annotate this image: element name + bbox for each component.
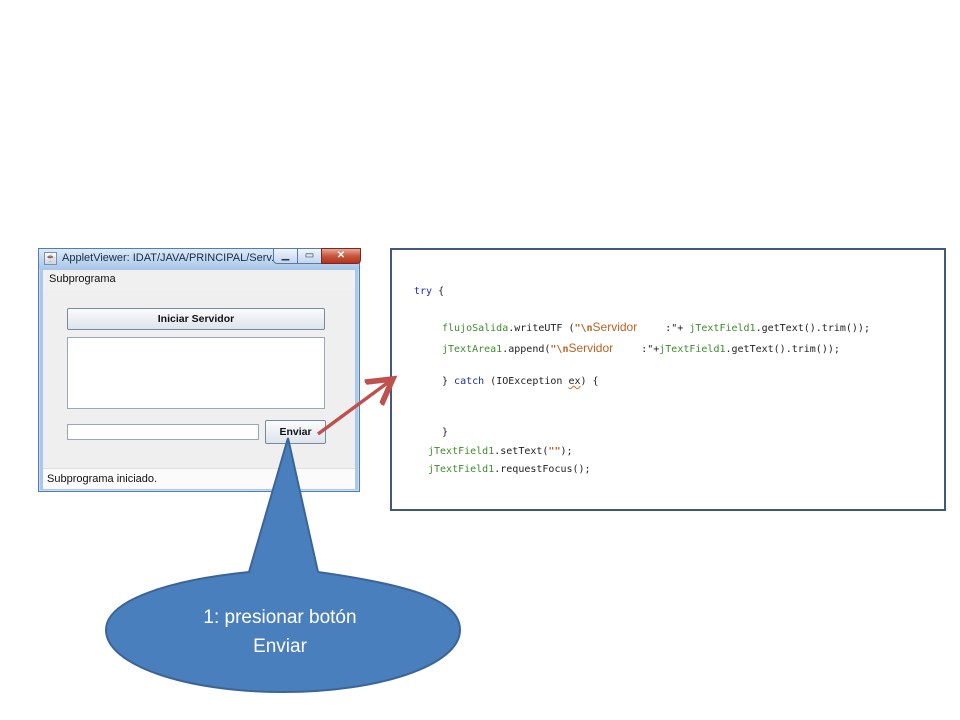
menu-subprograma[interactable]: Subprograma	[49, 273, 116, 285]
messages-text-area[interactable]	[67, 337, 325, 409]
code-token: ) {	[580, 376, 599, 387]
title-bar: ☕ AppletViewer: IDAT/JAVA/PRINCIPAL/Serv…	[39, 248, 361, 269]
code-token: :"+	[629, 344, 660, 355]
status-text: Subprograma iniciado.	[47, 473, 158, 485]
code-line-try: try {	[414, 286, 444, 297]
code-token: .getText().trim());	[755, 323, 870, 334]
send-button[interactable]: Enviar	[265, 420, 326, 444]
code-token: .append(	[502, 344, 551, 355]
code-line-catch: } catch (IOException ex) {	[442, 376, 599, 387]
code-token: jTextField1	[428, 464, 495, 475]
callout-text: 1: presionar botón Enviar	[160, 603, 400, 661]
callout-line-2: Enviar	[253, 636, 307, 657]
code-token: .setText(	[494, 446, 549, 457]
code-token: }	[442, 376, 455, 387]
callout-line-1: 1: presionar botón	[203, 607, 357, 628]
message-input[interactable]	[67, 424, 259, 440]
code-token: ex	[568, 376, 581, 387]
code-token: Servidor	[568, 341, 614, 355]
start-server-button[interactable]: Iniciar Servidor	[67, 308, 325, 330]
menu-bar: Subprograma	[43, 270, 355, 290]
code-token: ""	[548, 446, 561, 457]
code-line-requestfocus: jTextField1.requestFocus();	[428, 464, 591, 475]
code-token: "	[574, 323, 581, 334]
code-panel: try { flujoSalida.writeUTF ("\nServidor …	[390, 248, 946, 511]
code-token: jTextField1	[428, 446, 495, 457]
code-line-writeutf: flujoSalida.writeUTF ("\nServidor :"+ jT…	[442, 320, 870, 334]
code-token: :"+	[659, 323, 690, 334]
code-token: flujoSalida	[442, 323, 509, 334]
code-token: jTextArea1	[442, 344, 503, 355]
code-token: }	[442, 427, 449, 438]
code-token: (IOException	[484, 376, 569, 387]
arrow-to-code	[316, 381, 390, 436]
code-token: );	[560, 446, 573, 457]
applet-content: Iniciar Servidor Enviar	[43, 290, 355, 468]
code-token: Servidor	[592, 320, 638, 334]
code-line-append: jTextArea1.append("\nServidor :"+jTextFi…	[442, 341, 840, 355]
code-token: \n	[556, 344, 569, 355]
code-line-settext: jTextField1.setText("");	[428, 446, 573, 457]
window-title: AppletViewer: IDAT/JAVA/PRINCIPAL/Serv..…	[62, 252, 281, 264]
code-token: "	[550, 344, 557, 355]
java-applet-icon: ☕	[44, 252, 57, 265]
code-token: jTextField1	[659, 344, 726, 355]
code-token: try	[414, 286, 433, 297]
code-token: .requestFocus();	[494, 464, 591, 475]
code-token: {	[432, 286, 445, 297]
code-line-close-brace: }	[442, 427, 448, 438]
code-token: jTextField1	[689, 323, 756, 334]
code-token: catch	[454, 376, 485, 387]
callout-bubble	[104, 437, 462, 694]
code-token: \n	[580, 323, 593, 334]
code-token: .writeUTF (	[508, 323, 575, 334]
close-icon[interactable]: ✕	[321, 248, 361, 264]
code-token: .getText().trim());	[725, 344, 840, 355]
